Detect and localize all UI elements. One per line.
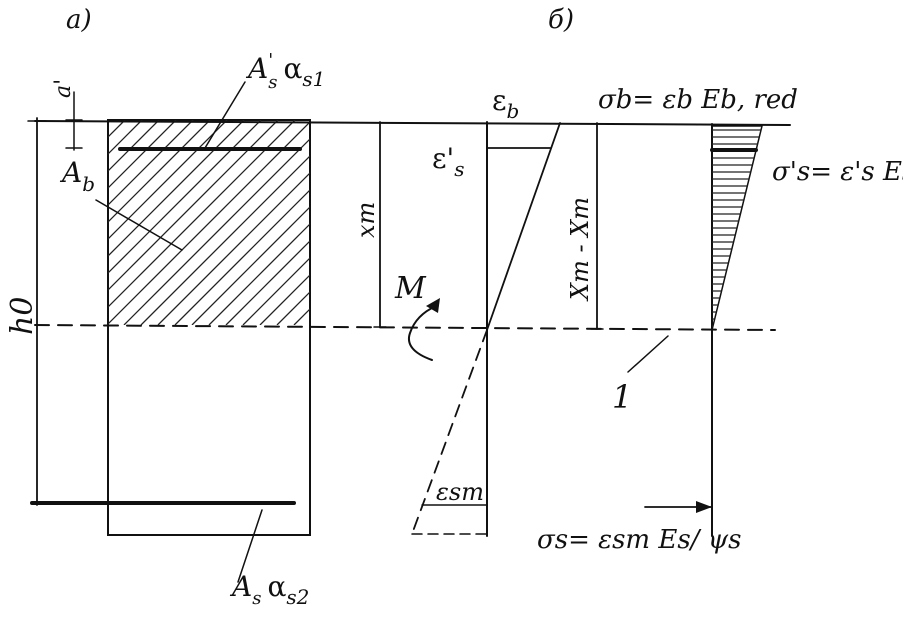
strain-profile-lower <box>411 329 488 535</box>
hatch-line <box>208 223 310 325</box>
hatch-line <box>191 206 310 325</box>
top-steel-leader-line <box>204 81 246 149</box>
moment-label: M <box>394 271 427 306</box>
hatch-line <box>108 120 109 121</box>
xm-minus-xm-label: Xm - Xm <box>566 197 594 302</box>
eps-s-prime-label: ε's <box>432 142 464 181</box>
hatch-line <box>225 240 310 325</box>
hatch-line <box>242 257 310 325</box>
hatch-line <box>174 189 310 325</box>
hatch-line <box>108 120 177 189</box>
hatch-line <box>108 120 211 223</box>
a-prime-label: a' <box>51 79 76 98</box>
sigma-s-prime-formula: σ's= ε's Es <box>772 157 903 187</box>
hatch-line <box>108 120 160 172</box>
hatch-line <box>123 138 310 325</box>
hatch-line <box>259 274 310 325</box>
hatch-line <box>108 120 262 274</box>
moment-arrow <box>408 305 437 361</box>
ab-label: Ab <box>59 156 95 196</box>
hatch-line <box>108 120 126 138</box>
sigma-b-formula: σb= εb Eb, red <box>598 85 798 115</box>
panel-a-label: а) <box>66 5 92 35</box>
section-outline <box>107 119 311 536</box>
hatch-line <box>108 120 194 206</box>
eps-sm-label: εsm <box>436 478 484 506</box>
hatch-line <box>157 172 310 325</box>
tensile-stress-arrowhead <box>696 501 712 513</box>
h0-label: h0 <box>5 297 40 335</box>
xm-label: xm <box>352 202 380 238</box>
sigma-s-formula: σs= εsm Es/ ψs <box>537 525 741 555</box>
bottom-steel-leader-line <box>237 509 263 583</box>
eps-b-label: εb <box>492 84 519 123</box>
hatch-line <box>108 120 279 291</box>
panel-b-label: б) <box>548 5 574 35</box>
neutral-axis-line <box>34 324 776 331</box>
hatch-line <box>108 120 296 308</box>
top-edge-line <box>34 120 791 126</box>
compressed-zone-hatch <box>108 120 310 325</box>
hatch-line <box>108 121 310 325</box>
line-one-leader <box>627 335 669 373</box>
hatch-line <box>108 120 245 257</box>
line-one-label: 1 <box>612 378 632 416</box>
hatch-line <box>108 120 228 240</box>
hatch-line <box>140 155 310 325</box>
panel-b-strain-stress: б) xm M εb ε's εsm Xm - Xm 1 <box>352 5 903 555</box>
ab-leader-line <box>95 199 183 251</box>
moment-arrowhead <box>426 298 440 313</box>
strain-profile-upper <box>486 122 561 331</box>
